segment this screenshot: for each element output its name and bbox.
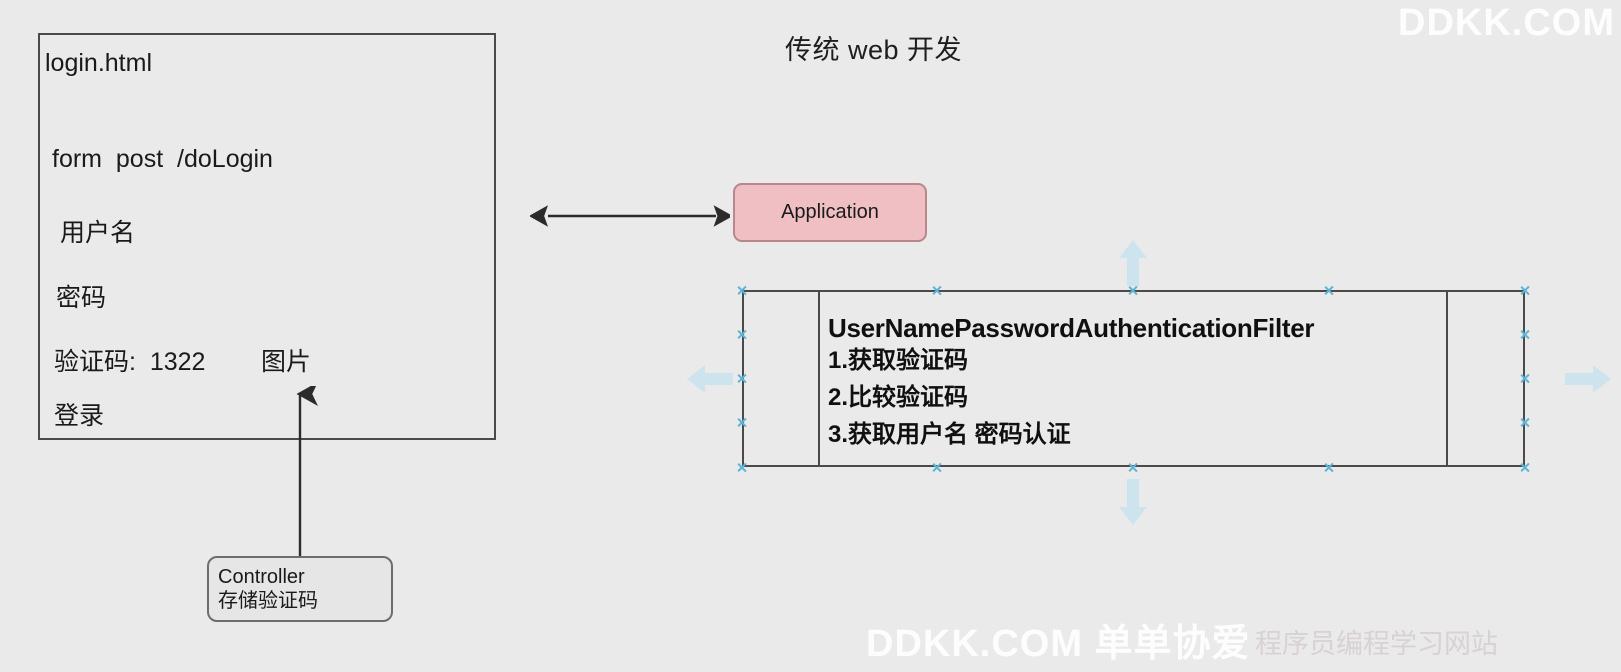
page-title: 传统 web 开发 bbox=[785, 35, 963, 65]
application-label: Application bbox=[781, 201, 879, 223]
controller-to-captcha-arrow bbox=[276, 382, 324, 567]
login-field-captcha: 验证码: 1322 图片 bbox=[54, 348, 312, 376]
controller-box[interactable]: Controller 存储验证码 bbox=[207, 556, 393, 622]
controller-subtitle: 存储验证码 bbox=[218, 590, 318, 613]
application-box[interactable]: Application bbox=[733, 183, 927, 242]
arrow-left-icon bbox=[685, 362, 735, 401]
filter-step-1: 1.获取验证码 bbox=[828, 347, 969, 374]
login-submit-label: 登录 bbox=[54, 402, 105, 430]
filter-title: UserNamePasswordAuthenticationFilter bbox=[828, 313, 1315, 343]
login-field-password: 密码 bbox=[56, 284, 107, 312]
watermark-bottom: DDKK.COM 单单协爱 bbox=[866, 623, 1251, 665]
login-page-box: login.html form post /doLogin 用户名 密码 验证码… bbox=[38, 33, 496, 440]
watermark-top-right: DDKK.COM bbox=[1398, 2, 1615, 44]
filter-text-block: UserNamePasswordAuthenticationFilter 1.获… bbox=[828, 313, 1438, 449]
controller-title: Controller bbox=[218, 566, 305, 588]
arrow-up-icon bbox=[1116, 238, 1150, 293]
filter-step-2: 2.比较验证码 bbox=[828, 384, 969, 411]
filter-left-divider bbox=[818, 292, 820, 465]
watermark-bottom-faint: 程序员编程学习网站 bbox=[1255, 629, 1498, 659]
bidirectional-arrow bbox=[528, 196, 733, 241]
arrow-down-icon bbox=[1116, 477, 1150, 532]
login-filename: login.html bbox=[45, 49, 152, 77]
filter-right-divider bbox=[1446, 292, 1448, 465]
filter-step-3: 3.获取用户名 密码认证 bbox=[828, 421, 1071, 448]
authentication-filter-box[interactable]: UserNamePasswordAuthenticationFilter 1.获… bbox=[742, 290, 1525, 467]
login-form-line: form post /doLogin bbox=[52, 145, 273, 173]
arrow-right-icon bbox=[1563, 362, 1613, 401]
login-field-username: 用户名 bbox=[60, 219, 136, 247]
